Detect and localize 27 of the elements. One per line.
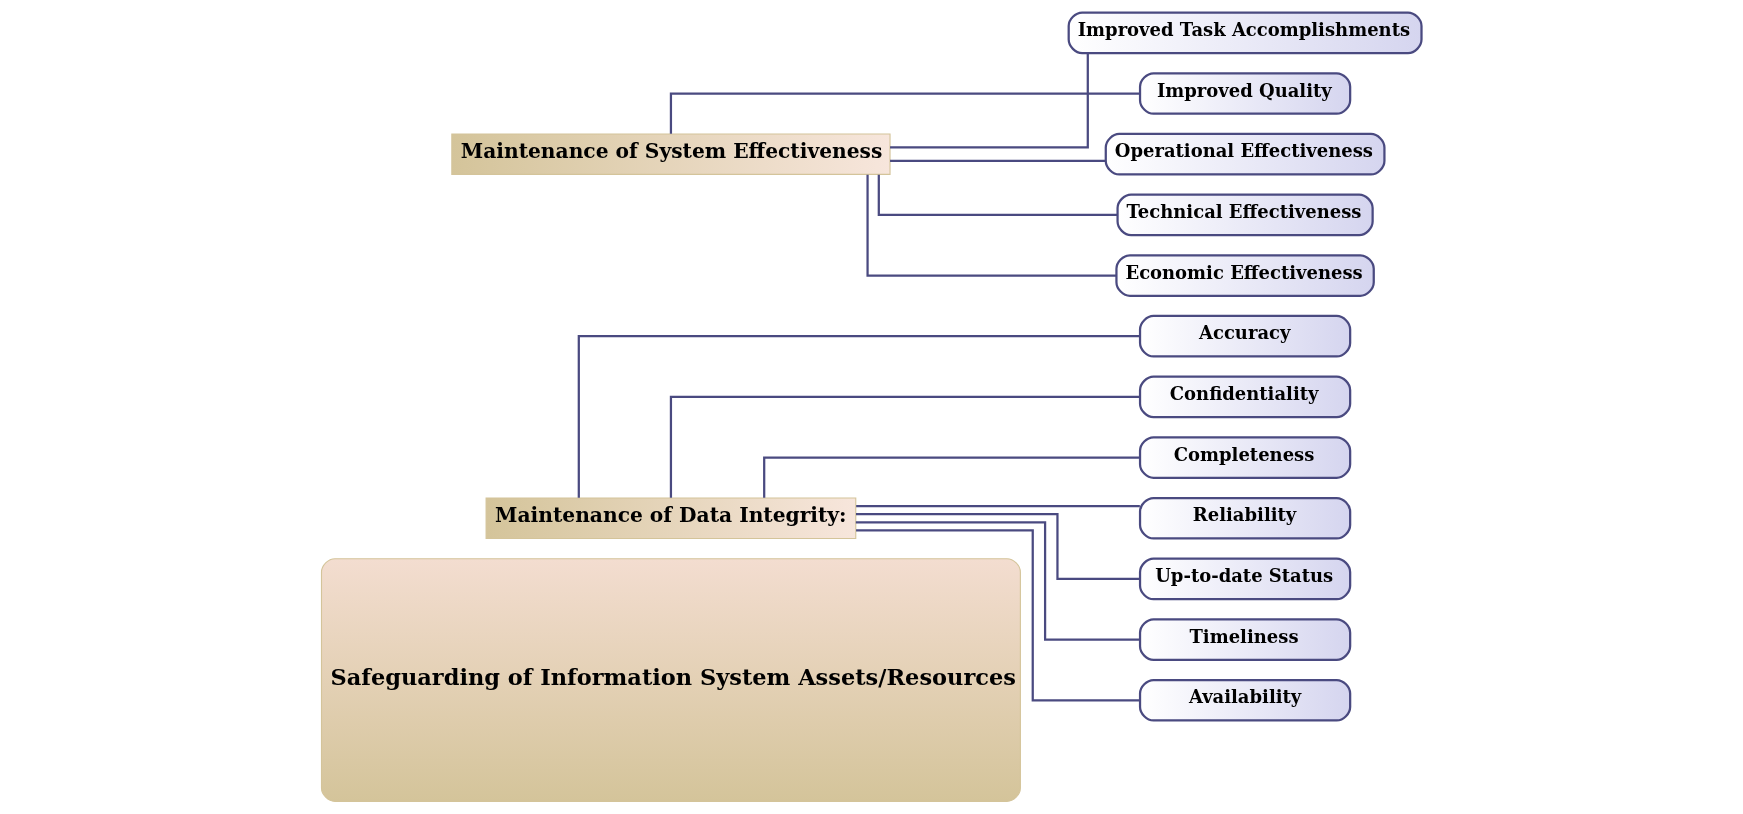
- connector: [856, 504, 1140, 508]
- connector: [856, 529, 1140, 702]
- node-box: Availability: [1138, 678, 1352, 722]
- node-box: Confidentiality: [1138, 375, 1352, 419]
- connector: [855, 521, 1140, 641]
- node-box: Completeness: [1138, 436, 1352, 479]
- node-box: Up-to-date Status: [1138, 557, 1352, 601]
- node-box: Operational Effectiveness: [1104, 132, 1386, 176]
- connector: [890, 53, 1089, 149]
- connector: [763, 456, 1140, 498]
- connector: [866, 174, 1117, 277]
- connector: [669, 92, 1140, 134]
- node-box: Improved Task Accomplishments: [1067, 11, 1423, 55]
- connector: [856, 513, 1140, 581]
- node-box: Economic Effectiveness: [1115, 254, 1375, 297]
- node-box: Safeguarding of Information System Assets/Resources: [320, 558, 1021, 802]
- node-box: Maintenance of Data Integrity:: [485, 497, 857, 539]
- connector: [890, 159, 1106, 163]
- node-box: Accuracy: [1138, 314, 1352, 358]
- node-box: Technical Effectiveness: [1116, 193, 1374, 237]
- connector: [669, 395, 1140, 498]
- connector: [577, 335, 1140, 498]
- node-box: Timeliness: [1138, 618, 1352, 661]
- node-box: Improved Quality: [1138, 72, 1352, 115]
- connector: [877, 174, 1118, 216]
- node-box: Reliability: [1138, 496, 1352, 540]
- node-box: Maintenance of System Effectiveness: [451, 133, 891, 175]
